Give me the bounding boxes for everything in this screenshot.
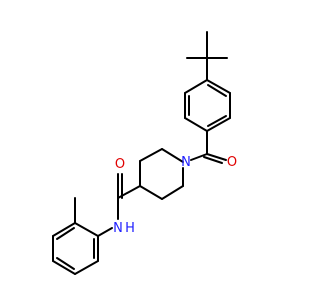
ketone-carbonyl — [190, 130, 227, 164]
amide-nitrogen-label: N — [113, 221, 123, 236]
amide-oxygen-label: O — [115, 157, 125, 172]
benzoyl-ring — [184, 79, 231, 132]
piperidine-ring — [139, 148, 184, 200]
molecule-structure: O N O N H — [52, 31, 237, 275]
amide-group — [97, 173, 141, 237]
tert-butyl-group — [186, 31, 228, 81]
piperidine-nitrogen-label: N — [181, 155, 191, 170]
ketone-oxygen-label: O — [227, 155, 237, 170]
tolyl-ring — [52, 197, 99, 275]
amide-hydrogen-label: H — [125, 221, 135, 236]
